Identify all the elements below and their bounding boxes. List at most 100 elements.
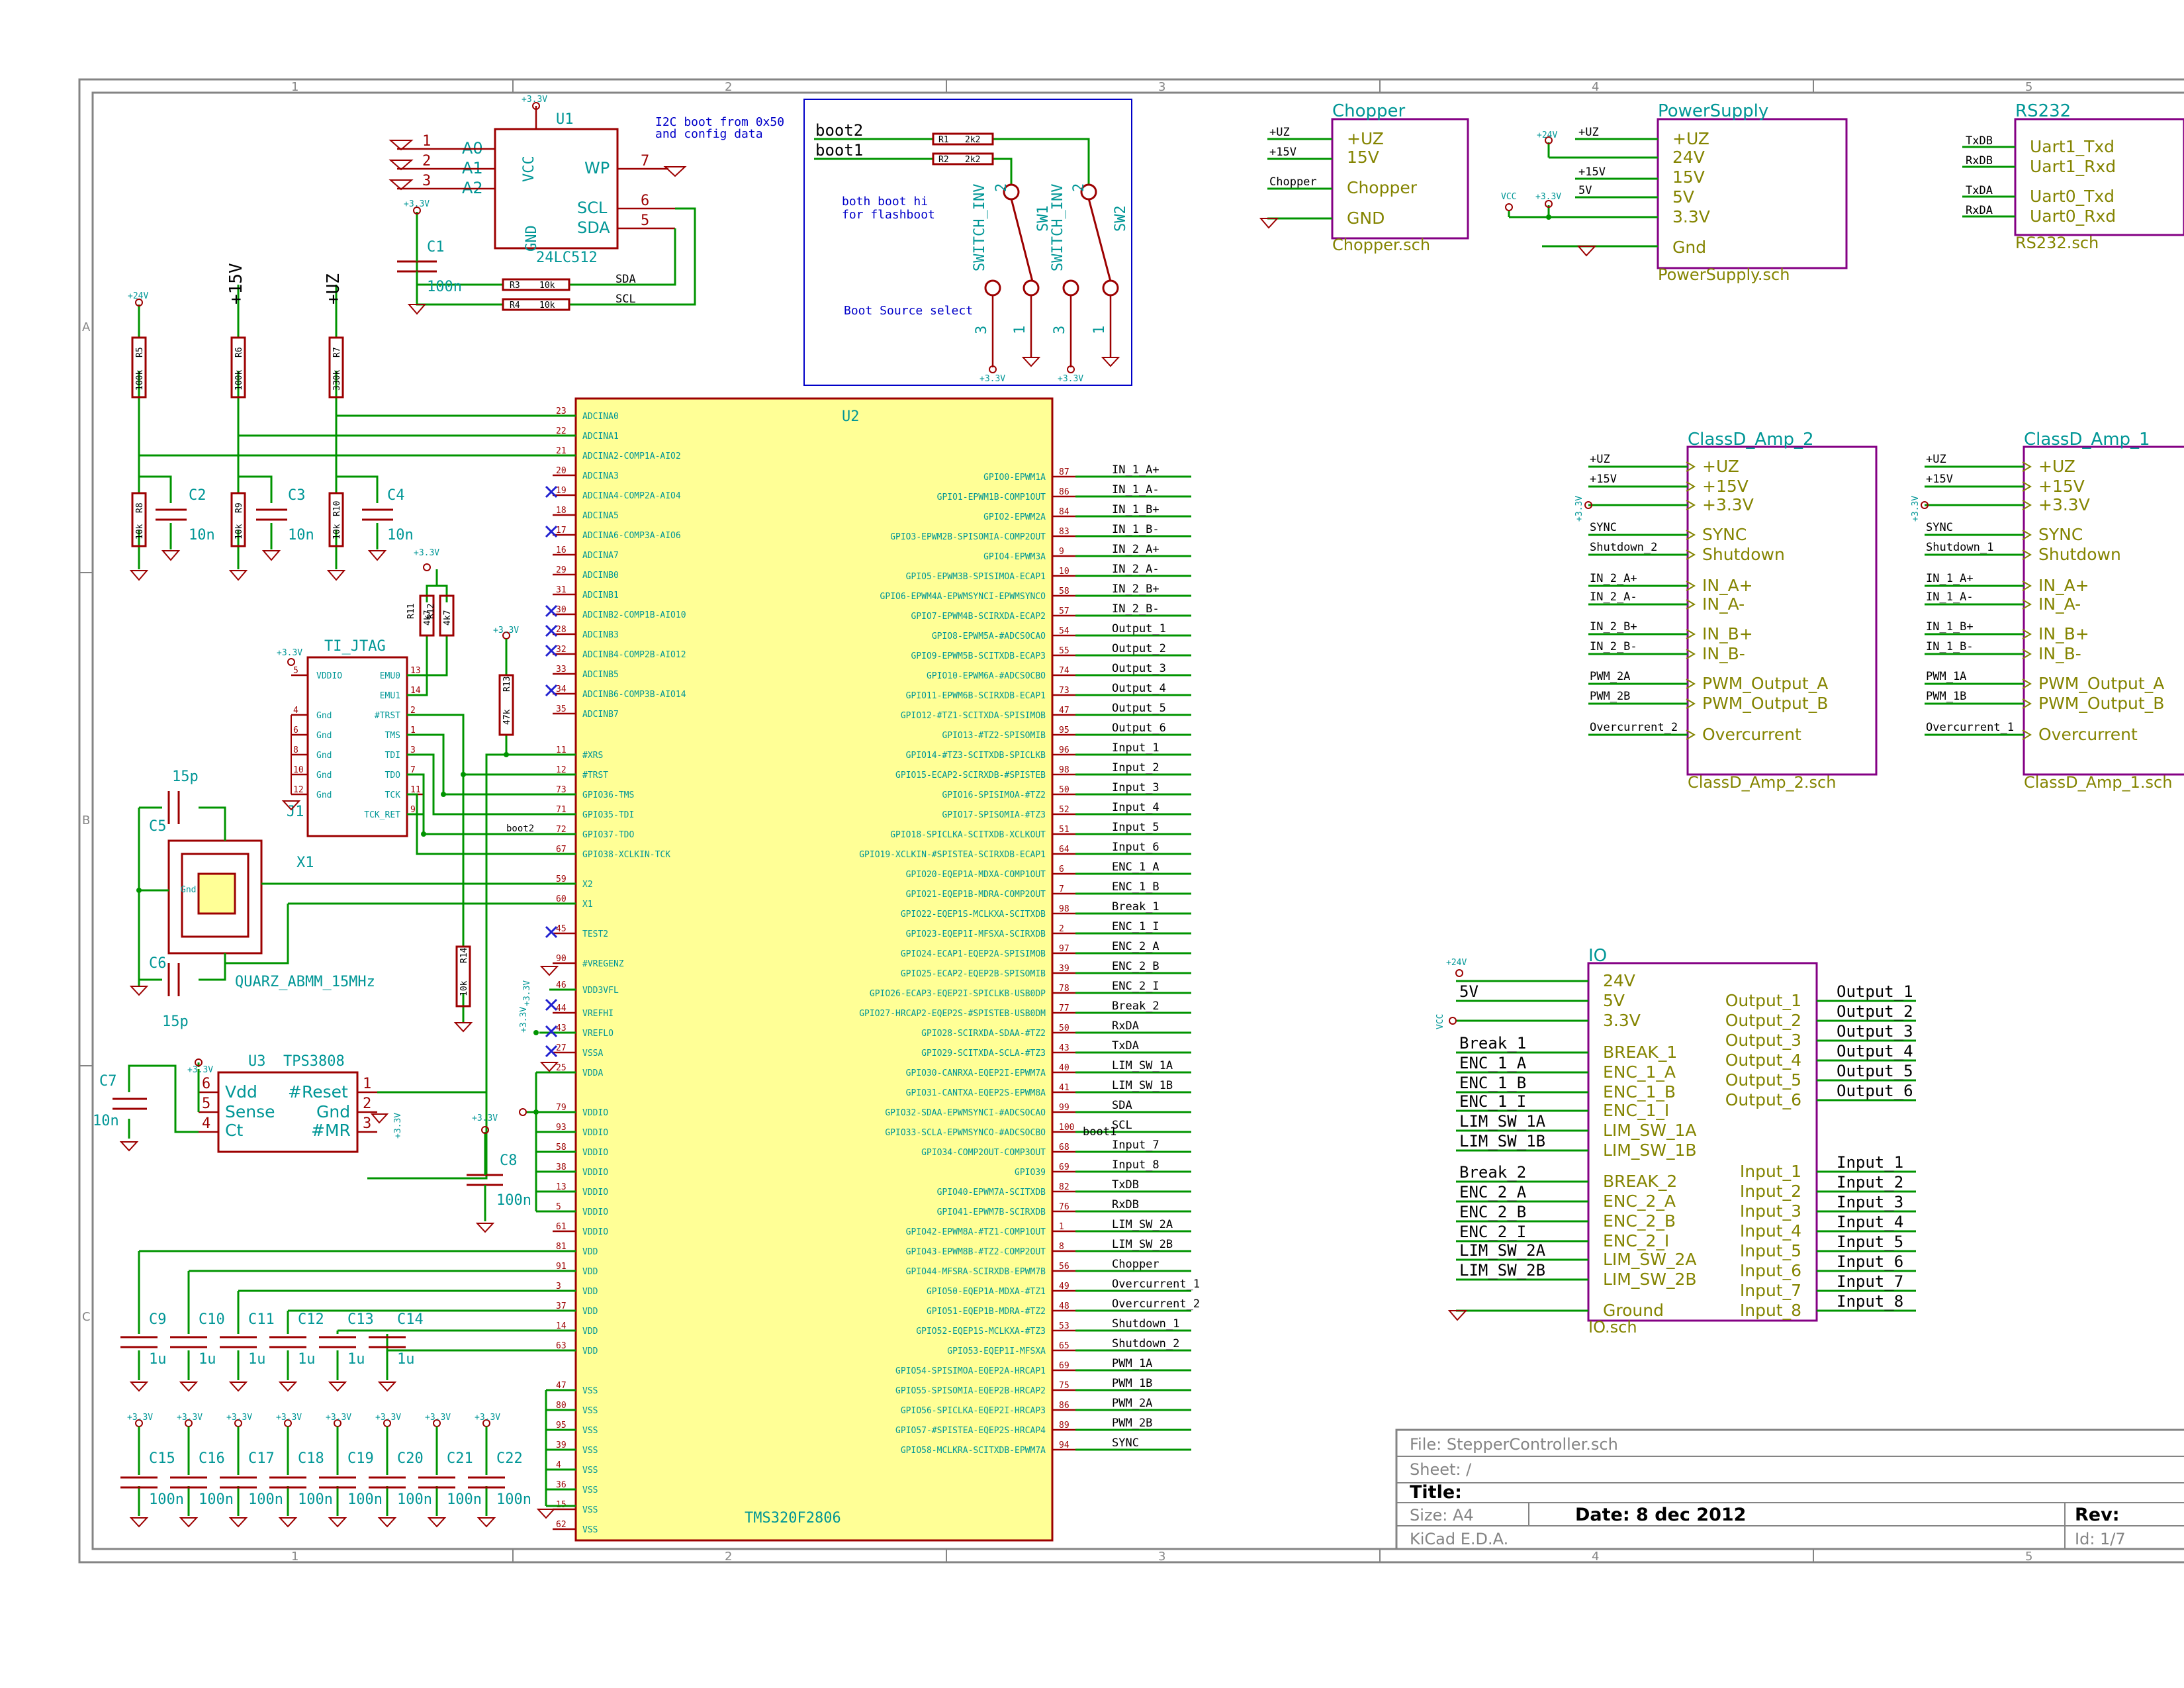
amp2-pin: Overcurrent (1702, 725, 1801, 744)
c2-ref: C2 (189, 487, 206, 504)
no-connect-marks (539, 485, 559, 1072)
c8-ref: C8 (500, 1152, 518, 1169)
mcu-right-pin-name: GPIO52-EQEP1S-MCLKXA-#TZ3 (916, 1327, 1046, 1336)
divider3-rail: +UZ (324, 273, 343, 305)
mcu-right-pin-name: GPIO20-EQEP1A-MDXA-COMP1OUT (906, 870, 1046, 880)
sup-gnd-num: 2 (363, 1096, 371, 1112)
io-pin: LIM_SW_2A (1603, 1250, 1696, 1269)
sw1-pin2: 2 (993, 183, 1010, 192)
mcu-right-pin-name: GPIO17-SPISOMIA-#TZ3 (942, 810, 1046, 820)
mcu-left-pin-name: VSS (582, 1505, 598, 1515)
mcu-net-label: IN_1_B+ (1112, 503, 1160, 516)
sheet-classd-amp-1[interactable]: ClassD_Amp_1 ClassD_Amp_1.sch +UZ+15V+3.… (1911, 430, 2184, 792)
mcu-left-pin-num: 71 (556, 805, 567, 815)
amp2-pin: IN_A+ (1702, 576, 1753, 595)
sw1-pin3: 3 (974, 326, 990, 334)
crystal-ref: X1 (296, 855, 314, 871)
mcu-left-pin-name: VDD (582, 1247, 598, 1257)
sheet-classd-amp-2[interactable]: ClassD_Amp_2 ClassD_Amp_2.sch +UZ+15V+3.… (1574, 430, 1878, 792)
eeprom-ref: U1 (556, 111, 574, 128)
mcu-left-pin-num: 63 (556, 1341, 567, 1351)
vdd-cap-ref: C13 (347, 1311, 374, 1328)
mcu-right-pin-name: GPIO50-EQEP1A-MDXA-#TZ1 (927, 1287, 1046, 1297)
tb-date: Date: 8 dec 2012 (1575, 1505, 1746, 1525)
vddio-wiring: +3.3V +3.3V (519, 980, 576, 1213)
vddio-cap-power-label: +3.3V (326, 1413, 351, 1423)
mcu-left-pin-num: 35 (556, 704, 567, 714)
jtag-right-pin-name: TDI (385, 751, 400, 761)
tb-size: Size: A4 (1410, 1506, 1474, 1524)
sup-reset-label: #Reset (288, 1082, 348, 1102)
mcu-left-pin-num: 22 (556, 426, 567, 436)
sheet-rs232[interactable]: RS232 RS232.sch Uart1_Txd Uart1_Rxd Uart… (1962, 101, 2184, 252)
mcu-left-pin-num: 31 (556, 585, 567, 595)
mcu-right-pin-name: GPIO30-CANRXA-EQEP2I-EPWM7A (906, 1068, 1046, 1078)
mcu-right-pin-num: 54 (1059, 626, 1069, 636)
mcu-left-pin-name: ADCINA0 (582, 412, 619, 422)
mcu-right-pin-num: 41 (1059, 1083, 1069, 1093)
mcu-right-pin-num: 55 (1059, 646, 1069, 656)
mcu-right-pin-name: GPIO55-SPISOMIA-EQEP2B-HRCAP2 (895, 1386, 1046, 1396)
power-pin-24v: 24V (1672, 148, 1705, 167)
net-boot1-mcu: boot1 (1083, 1125, 1116, 1139)
amp1-pin: Overcurrent (2038, 725, 2138, 744)
mcu-left-pin-name: VDDIO (582, 1207, 608, 1217)
mcu-left-pin-name: VDD (582, 1307, 598, 1317)
io-pin: ENC_1_B (1603, 1082, 1676, 1102)
amp1-pin: IN_B- (2038, 644, 2081, 663)
mcu-right-pin-num: 83 (1059, 527, 1069, 537)
vdd-cap-value: 1u (248, 1351, 266, 1368)
mcu-right-pin-num: 86 (1059, 1401, 1069, 1411)
mcu-left-pin-num: 3 (556, 1282, 561, 1291)
amp1-sheet-file: ClassD_Amp_1.sch (2024, 773, 2172, 792)
mcu-left-pin-num: 38 (556, 1162, 567, 1172)
r9-ref: R9 (234, 502, 244, 513)
sw1-power-label: +3.3V (979, 374, 1005, 384)
mcu-left-pin-name: ADCINB6-COMP3B-AIO14 (582, 690, 686, 700)
eeprom-a0-num: 1 (422, 133, 431, 150)
r4-value: 10k (539, 301, 555, 310)
mcu-right-pin-name: GPIO58-MCLKRA-SCITXDB-EPWM7A (901, 1446, 1046, 1456)
mcu-left-pin-name: VSS (582, 1426, 598, 1436)
mcu-right-pin-name: GPIO57-#SPISTEA-EQEP2S-HRCAP4 (895, 1426, 1046, 1436)
sheet-powersupply[interactable]: PowerSupply PowerSupply.sch +UZ 24V 15V … (1501, 101, 1848, 284)
mcu-left-pin-num: 21 (556, 446, 567, 456)
chopper-sheet-name: Chopper (1332, 101, 1406, 121)
border-col-2-bottom: 2 (725, 1550, 732, 1564)
mcu-right-pin-name: GPIO31-CANTXA-EQEP2S-EPWM8A (906, 1088, 1046, 1098)
io-net: LIM_SW_2A (1459, 1241, 1546, 1260)
sup-sense-num: 5 (202, 1096, 210, 1112)
mcu-net-label: LIM_SW_1A (1112, 1059, 1173, 1072)
vddio-cap-value: 100n (347, 1491, 383, 1508)
sheet-chopper[interactable]: Chopper Chopper.sch +UZ 15V Chopper GND … (1259, 101, 1469, 254)
sup-mr-num: 3 (363, 1115, 371, 1132)
io-output-net: Output_2 (1837, 1002, 1913, 1021)
mcu-right-pin-name: GPIO43-EPWM8B-#TZ2-COMP2OUT (906, 1247, 1046, 1257)
mcu-net-label: RxDA (1112, 1019, 1139, 1033)
mcu-left-pin-name: VDD (582, 1327, 598, 1336)
net-sda-eeprom: SDA (615, 273, 636, 286)
mcu-right-pin-num: 58 (1059, 586, 1069, 596)
mcu-u2: U2 TMS320F2806 23ADCINA022ADCINA121ADCIN… (553, 397, 1200, 1542)
jtag-left-pin-num: 10 (293, 765, 304, 775)
border-col-1-bottom: 1 (291, 1550, 298, 1564)
crystal-x1: Gnd X1 QUARZ_ABMM_15MHz 15p C5 C6 15p (129, 769, 576, 1030)
mcu-right-pin-num: 52 (1059, 805, 1069, 815)
mcu-left-pin-num: 29 (556, 565, 567, 575)
io-net: ENC_2_B (1459, 1203, 1526, 1221)
sheet-io[interactable]: IO IO.sch 24V5V3.3VBREAK_1ENC_1_AENC_1_B… (1435, 946, 1916, 1336)
amp1-net: Shutdown_1 (1926, 541, 1993, 554)
io-input-net: Input_8 (1837, 1292, 1903, 1311)
mcu-right-pin-num: 65 (1059, 1341, 1069, 1351)
sw1-value: SWITCH_INV (972, 184, 988, 271)
rs232-pin-uart1-rxd: Uart1_Rxd (2030, 157, 2116, 176)
mcu-right-pin-num: 98 (1059, 765, 1069, 775)
io-input-pin: Input_2 (1740, 1182, 1801, 1201)
tb-tool: KiCad E.D.A. (1410, 1530, 1508, 1548)
tb-id: Id: 1/7 (2075, 1530, 2126, 1548)
io-pin: BREAK_1 (1603, 1043, 1677, 1062)
power-sheet-name: PowerSupply (1658, 101, 1768, 121)
io-input-pin: Input_7 (1740, 1281, 1801, 1300)
power-sheet-file: PowerSupply.sch (1658, 265, 1790, 284)
r9-value: 10k (234, 524, 244, 539)
